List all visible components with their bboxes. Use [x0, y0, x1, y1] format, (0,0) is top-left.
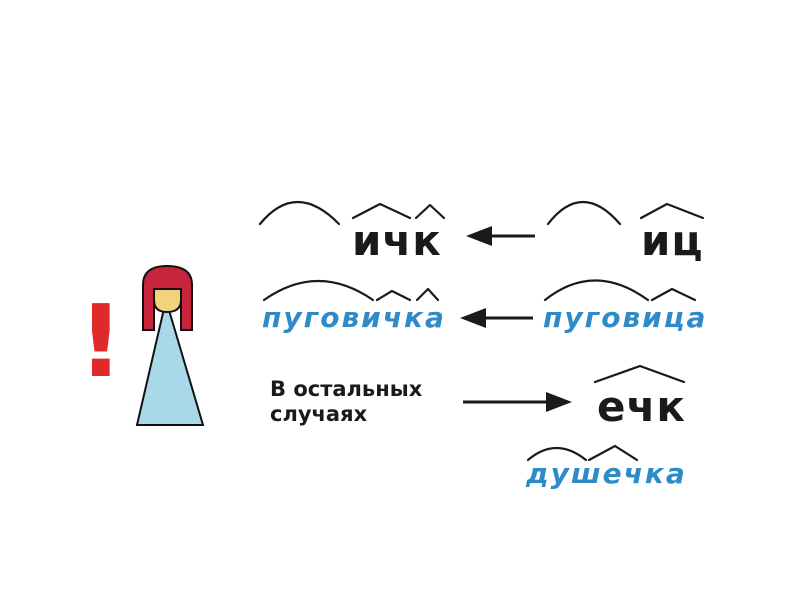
suffix-caret	[593, 364, 686, 384]
suffix-ichk: ичк	[352, 216, 442, 265]
figure-hair	[142, 264, 193, 331]
suffix-caret	[650, 287, 697, 302]
suffix-caret	[639, 202, 705, 220]
figure-dress	[135, 296, 205, 426]
root-arc	[543, 279, 650, 302]
suffix-caret	[587, 444, 639, 462]
condition-text: В остальных случаях	[270, 377, 423, 427]
suffix-caret	[351, 202, 412, 220]
root-arc	[262, 279, 375, 302]
example-word-right: пуговица	[543, 301, 708, 334]
root-arc	[526, 447, 588, 462]
root-arc	[258, 201, 341, 226]
example-word-left: пуговичка	[262, 301, 446, 334]
suffix-its: иц	[641, 216, 704, 265]
figure-face	[153, 288, 182, 314]
suffix-echk: ечк	[597, 382, 686, 431]
root-arc	[546, 200, 622, 226]
suffix-caret	[375, 289, 412, 302]
suffix-caret	[415, 287, 440, 302]
exclamation-mark: !	[78, 283, 124, 400]
suffix-caret	[414, 203, 446, 220]
example-word-bottom: душечка	[526, 457, 687, 490]
